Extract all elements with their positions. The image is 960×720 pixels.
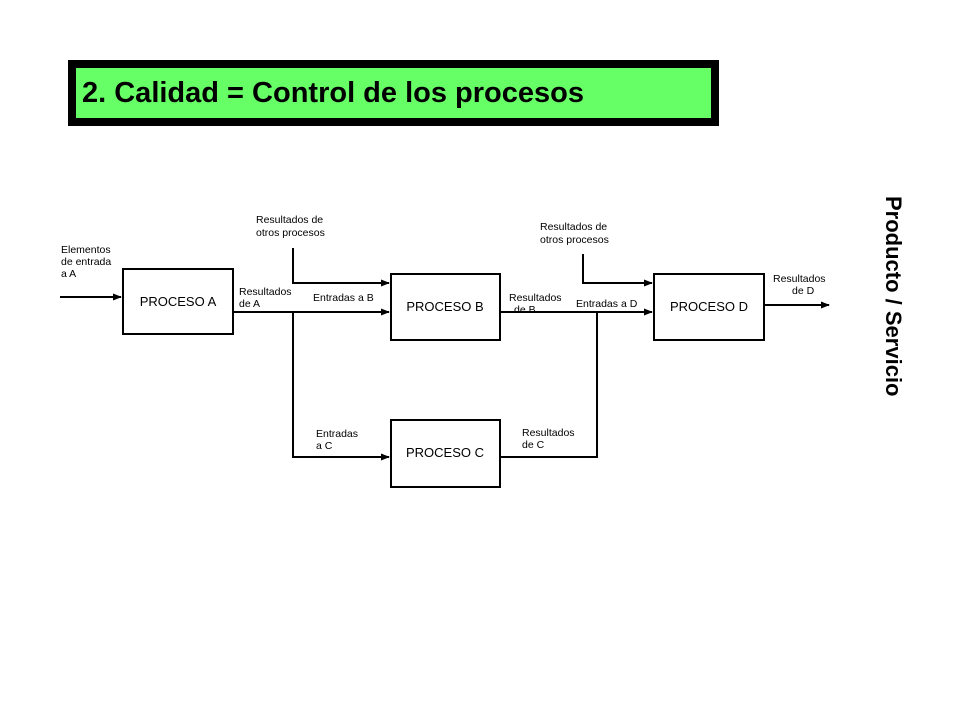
edge-a-to-c [292,312,390,461]
process-d-label: PROCESO D [670,299,748,314]
edge-others-to-d [582,254,653,287]
edge-c-to-d [500,312,598,458]
label-entrada-a: Elementos de entrada a A [61,244,114,280]
label-entradas-d: Entradas a D [576,298,638,310]
label-resultados-c: Resultados de C [522,427,577,451]
label-otros-procesos-d: Resultados de otros procesos [540,221,610,246]
page-title: 2. Calidad = Control de los procesos [82,76,584,109]
title-banner: 2. Calidad = Control de los procesos [68,60,719,126]
process-b-node: PROCESO B [390,273,501,341]
edge-others-to-b [292,248,390,287]
label-resultados-b: Resultados de B [509,292,564,316]
process-b-label: PROCESO B [406,299,483,314]
label-entradas-c: Entradas a C [316,428,361,452]
title-banner-inner: 2. Calidad = Control de los procesos [76,68,711,118]
process-a-node: PROCESO A [122,268,234,335]
process-c-node: PROCESO C [390,419,501,488]
label-resultados-d: Resultados de D [773,273,828,297]
process-a-label: PROCESO A [140,294,217,309]
label-otros-procesos-b: Resultados de otros procesos [256,214,326,239]
label-entradas-b: Entradas a B [313,292,374,304]
process-c-label: PROCESO C [406,445,484,460]
process-d-node: PROCESO D [653,273,765,341]
label-resultados-a: Resultados de A [239,286,294,310]
